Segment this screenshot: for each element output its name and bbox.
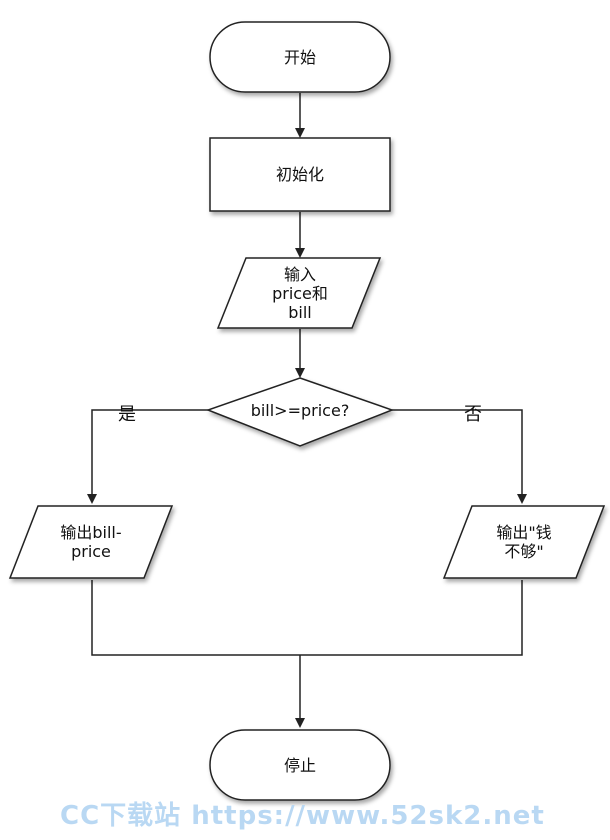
init-label: 初始化 xyxy=(275,165,324,184)
watermark: CC下载站 https://www.52sk2.net xyxy=(60,801,545,831)
input-label: 输入 price和 bill xyxy=(272,264,328,322)
start-terminal xyxy=(209,21,391,93)
branch-yes-label: 是 xyxy=(118,404,136,425)
connector-decision-no xyxy=(392,409,527,504)
stop-label: 停止 xyxy=(283,755,316,775)
output-right-label: 输出"钱 不够" xyxy=(496,523,552,561)
output-left-parallelogram xyxy=(8,505,174,579)
decision-diamond xyxy=(205,377,395,447)
branch-no-label: 否 xyxy=(464,404,482,425)
connector-decision-yes xyxy=(87,409,208,504)
output-right-parallelogram xyxy=(442,505,606,579)
connector-left-merge xyxy=(91,580,523,656)
stop-terminal xyxy=(209,729,391,801)
decision-label: bill>=price? xyxy=(250,400,350,420)
init-process xyxy=(209,137,391,212)
input-parallelogram xyxy=(216,257,382,329)
output-left-label: 输出bill- price xyxy=(60,523,122,561)
start-label: 开始 xyxy=(283,47,316,67)
